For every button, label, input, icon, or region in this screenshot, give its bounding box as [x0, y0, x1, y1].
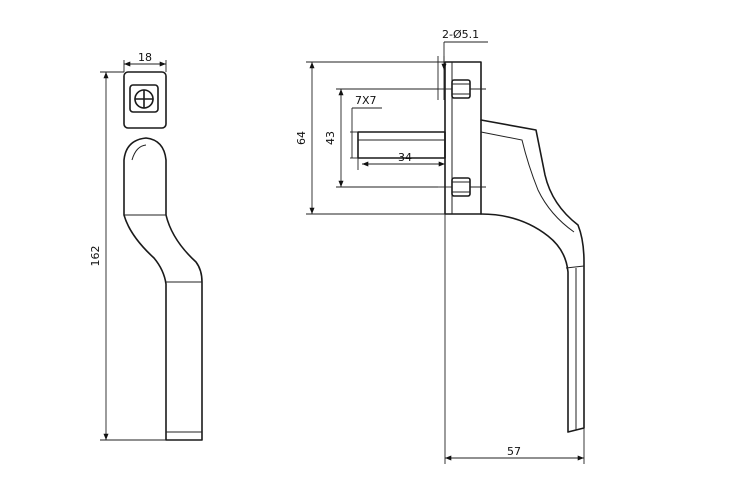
- mounting-plate: [444, 61, 482, 215]
- hole-callout-label: 2-Ø5.1: [442, 28, 479, 41]
- dim-64-label: 64: [295, 131, 308, 145]
- dim-7x7-label: 7X7: [355, 94, 377, 107]
- dim-162-label: 162: [89, 246, 102, 267]
- dim-43-label: 43: [324, 131, 337, 145]
- spindle: [357, 131, 446, 159]
- dim-34-label: 34: [398, 151, 412, 164]
- screw-icon: [134, 89, 154, 109]
- base-plate: [123, 71, 167, 129]
- front-view: 18 162: [89, 51, 203, 441]
- handle-step: [565, 265, 585, 269]
- dim-57-label: 57: [507, 445, 521, 458]
- shading-curve: [131, 144, 147, 161]
- dim-18-label: 18: [138, 51, 152, 64]
- screw-recess: [129, 84, 159, 113]
- side-view: 2-Ø5.1 7X7 34 43 64 57: [295, 28, 585, 464]
- handle-body: [123, 137, 203, 441]
- handle-contour: [480, 131, 575, 233]
- handle-arm: [480, 119, 585, 433]
